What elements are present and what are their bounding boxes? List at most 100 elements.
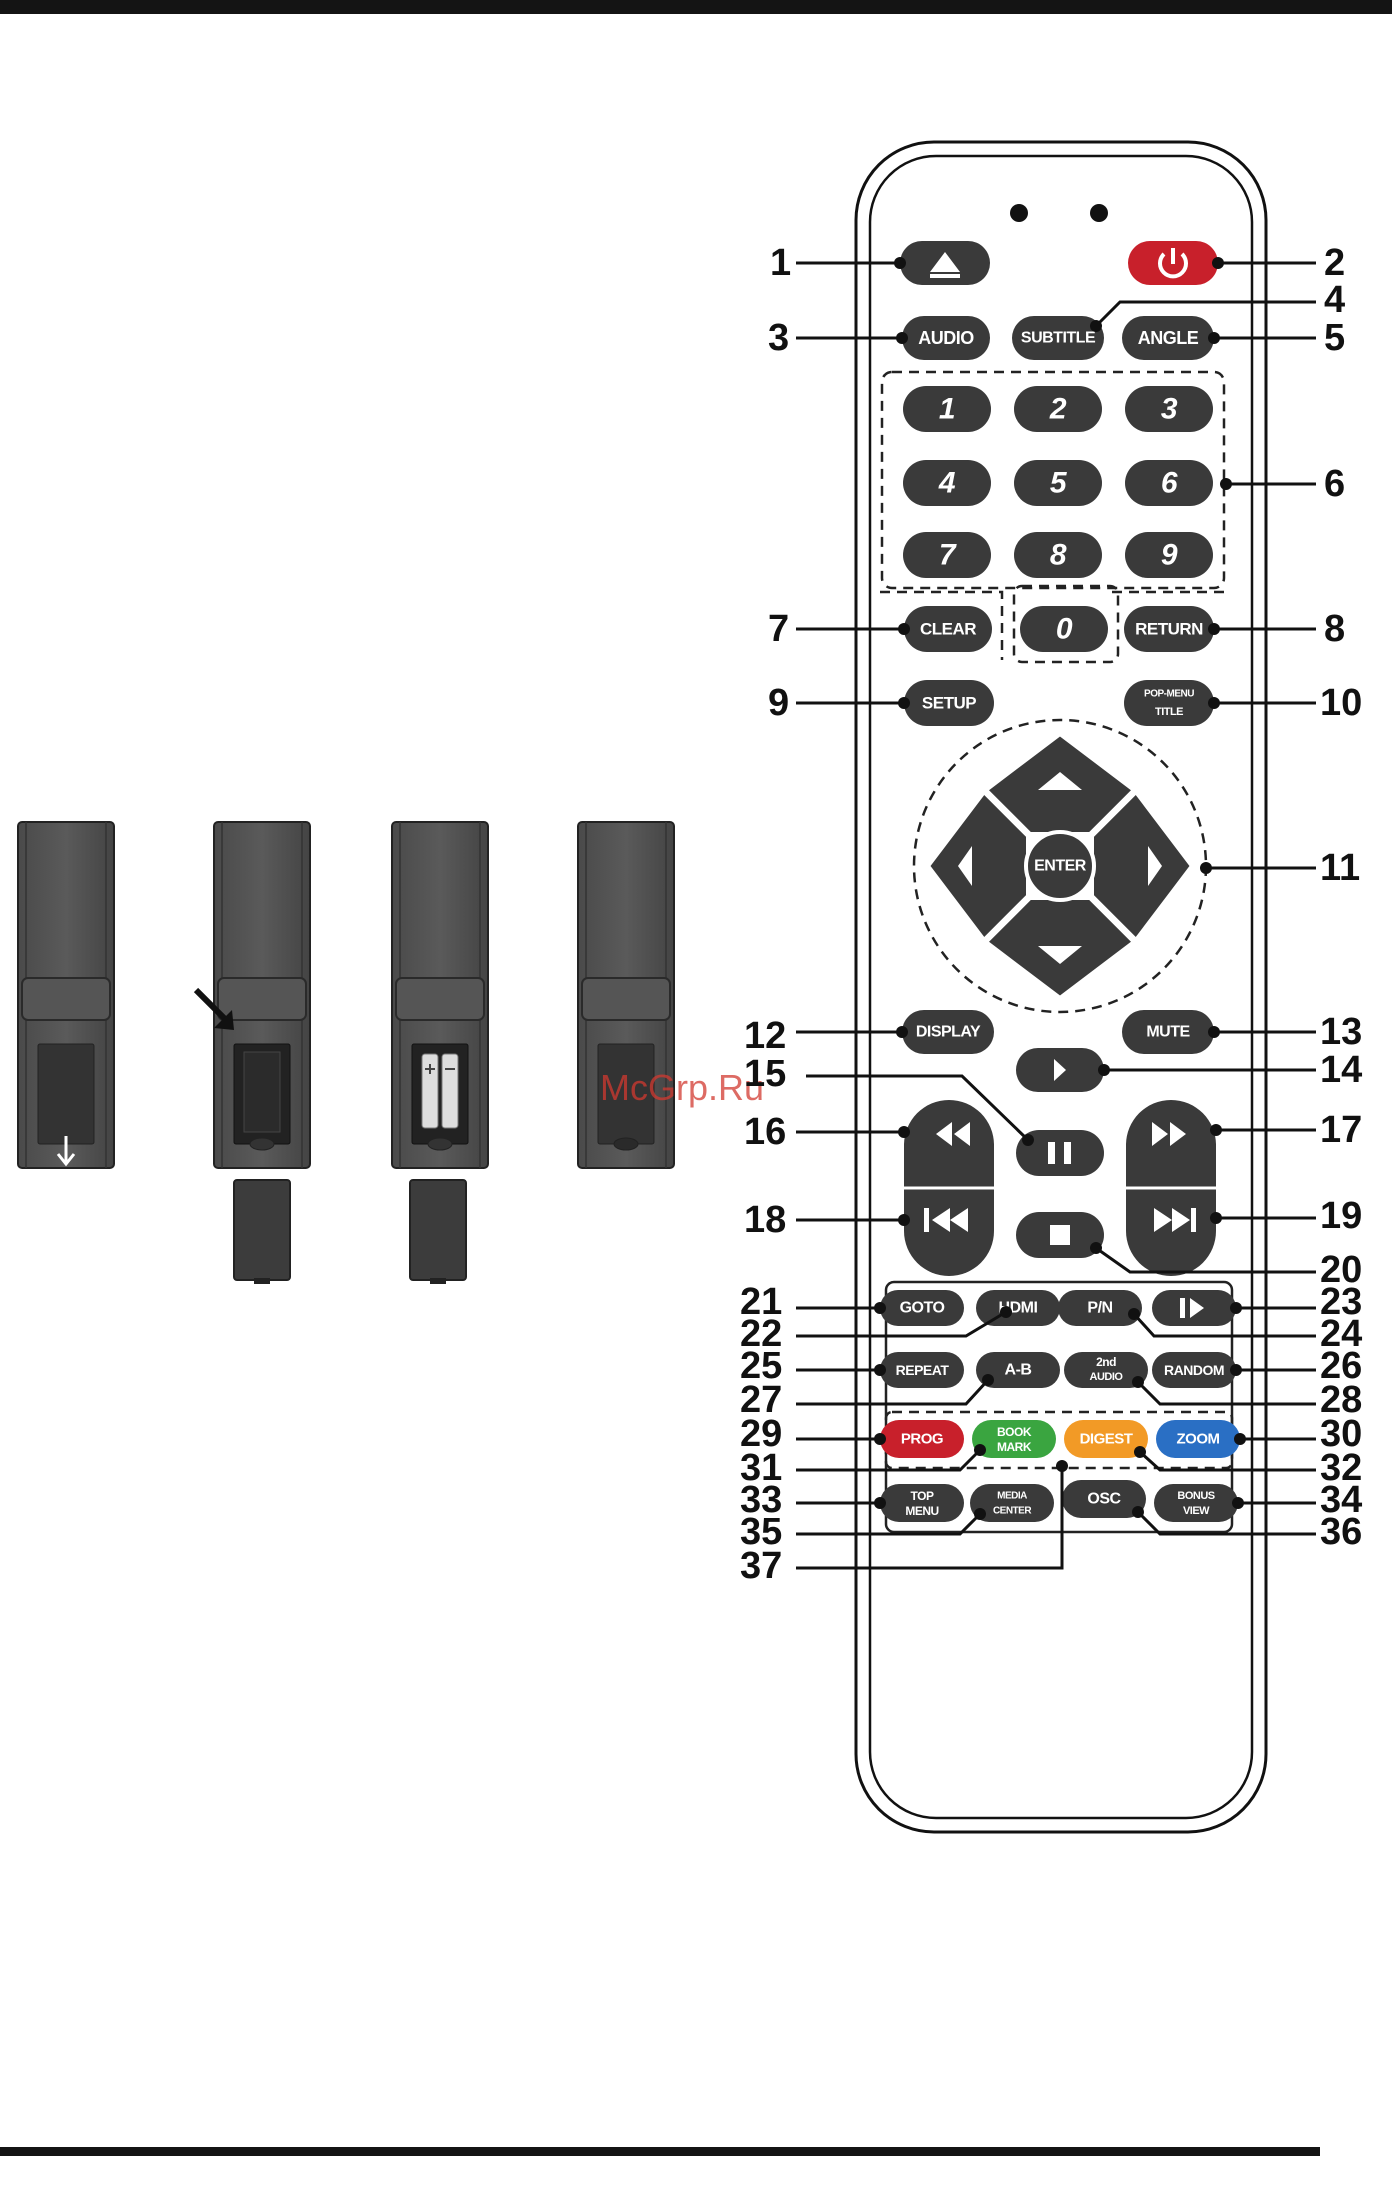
rewind-button[interactable] <box>936 1122 970 1146</box>
callout-33: 33 <box>740 1479 782 1521</box>
pause-icon <box>1048 1142 1055 1164</box>
digit-7-button[interactable]: 7 <box>903 532 991 578</box>
media-center-label-1: MEDIA <box>997 1491 1027 1502</box>
up-arrow-icon <box>1038 772 1082 790</box>
previous-button[interactable] <box>924 1208 968 1232</box>
up-button[interactable] <box>984 732 1136 836</box>
next-button[interactable] <box>1154 1208 1196 1232</box>
digit-2-button[interactable]: 2 <box>1014 386 1102 432</box>
display-label: DISPLAY <box>916 1024 981 1041</box>
display-button[interactable]: DISPLAY <box>902 1010 994 1054</box>
callout-23: 23 <box>1320 1281 1362 1323</box>
callout-3: 3 <box>768 317 789 359</box>
watermark: McGrp.Ru <box>600 1067 764 1108</box>
callout-36: 36 <box>1320 1511 1362 1553</box>
digit-3-label: 3 <box>1161 393 1178 426</box>
slow-step-icon <box>1190 1298 1204 1318</box>
pn-button[interactable]: P/N <box>1058 1290 1142 1326</box>
goto-label: GOTO <box>900 1300 945 1317</box>
left-button[interactable] <box>926 790 1030 942</box>
digit-1-button[interactable]: 1 <box>903 386 991 432</box>
nav-cluster: ENTER <box>926 732 1194 1000</box>
clear-button[interactable]: CLEAR <box>904 606 992 652</box>
callout-32: 32 <box>1320 1447 1362 1489</box>
callout-20: 20 <box>1320 1249 1362 1291</box>
remote-back-closed-1 <box>17 821 115 1169</box>
stop-button[interactable] <box>1016 1212 1104 1258</box>
fast-forward-button[interactable] <box>1152 1122 1186 1146</box>
goto-button[interactable]: GOTO <box>880 1290 964 1326</box>
prog-button[interactable]: PROG <box>880 1420 964 1458</box>
callout-1: 1 <box>770 242 791 284</box>
setup-label: SETUP <box>922 694 976 713</box>
zoom-button[interactable]: ZOOM <box>1156 1420 1240 1458</box>
digit-2-label: 2 <box>1049 393 1067 426</box>
digest-button[interactable]: DIGEST <box>1064 1420 1148 1458</box>
title-label: TITLE <box>1155 706 1183 718</box>
slow-step-button[interactable] <box>1152 1290 1236 1326</box>
ab-button[interactable]: A-B <box>976 1352 1060 1388</box>
callout-16: 16 <box>744 1111 786 1153</box>
digit-4-label: 4 <box>938 467 956 500</box>
prog-label: PROG <box>901 1431 943 1448</box>
digit-6-button[interactable]: 6 <box>1125 460 1213 506</box>
digit-9-button[interactable]: 9 <box>1125 532 1213 578</box>
power-button[interactable] <box>1128 241 1218 285</box>
osc-button[interactable]: OSC <box>1062 1480 1146 1518</box>
mute-button[interactable]: MUTE <box>1122 1010 1214 1054</box>
ff-next-capsule <box>1126 1100 1216 1276</box>
callout-17: 17 <box>1320 1109 1362 1151</box>
callout-24: 24 <box>1320 1313 1362 1355</box>
callout-2: 2 <box>1324 242 1345 284</box>
subtitle-label: SUBTITLE <box>1021 330 1096 347</box>
return-button[interactable]: RETURN <box>1124 606 1214 652</box>
eject-button[interactable] <box>900 241 990 285</box>
bonus-view-label-1: BONUS <box>1177 1490 1214 1502</box>
down-button[interactable] <box>984 896 1136 1000</box>
random-button[interactable]: RANDOM <box>1152 1352 1236 1388</box>
closed-cover-icon <box>613 1137 639 1151</box>
callout-19: 19 <box>1320 1195 1362 1237</box>
audio-button[interactable]: AUDIO <box>902 316 990 360</box>
callout-15: 15 <box>744 1053 786 1095</box>
bonus-view-button[interactable]: BONUS VIEW <box>1154 1484 1238 1522</box>
pop-menu-title-button[interactable]: POP-MENU TITLE <box>1124 680 1214 726</box>
digit-4-button[interactable]: 4 <box>903 460 991 506</box>
power-icon <box>1158 248 1188 279</box>
top-menu-label-1: TOP <box>911 1489 934 1503</box>
second-audio-label-1: 2nd <box>1096 1355 1116 1369</box>
previous-icon <box>932 1208 968 1232</box>
digit-0-button[interactable]: 0 <box>1020 606 1108 652</box>
bookmark-label-2: MARK <box>997 1440 1032 1454</box>
subtitle-button[interactable]: SUBTITLE <box>1012 316 1104 360</box>
callout-29: 29 <box>740 1413 782 1455</box>
bonus-view-label-2: VIEW <box>1183 1505 1210 1517</box>
angle-button[interactable]: ANGLE <box>1122 316 1214 360</box>
function-group <box>884 1280 1234 1534</box>
callout-28: 28 <box>1320 1379 1362 1421</box>
repeat-button[interactable]: REPEAT <box>880 1352 964 1388</box>
callout-9: 9 <box>768 682 789 724</box>
callout-34: 34 <box>1320 1479 1362 1521</box>
digit-5-button[interactable]: 5 <box>1014 460 1102 506</box>
digit-3-button[interactable]: 3 <box>1125 386 1213 432</box>
play-icon <box>1054 1059 1066 1081</box>
callout-18: 18 <box>744 1199 786 1241</box>
repeat-label: REPEAT <box>896 1362 950 1378</box>
right-button[interactable] <box>1090 790 1194 942</box>
hdmi-button[interactable]: HDMI <box>976 1290 1060 1326</box>
stop-icon <box>1050 1225 1070 1245</box>
top-menu-label-2: MENU <box>905 1504 938 1518</box>
callout-25: 25 <box>740 1345 782 1387</box>
enter-button[interactable]: ENTER <box>1024 830 1096 902</box>
callout-11: 11 <box>1320 847 1360 889</box>
setup-button[interactable]: SETUP <box>904 680 994 726</box>
play-button[interactable] <box>1016 1048 1104 1092</box>
remote-back-open-2 <box>193 821 311 1284</box>
pause-button[interactable] <box>1016 1130 1104 1176</box>
digit-8-button[interactable]: 8 <box>1014 532 1102 578</box>
